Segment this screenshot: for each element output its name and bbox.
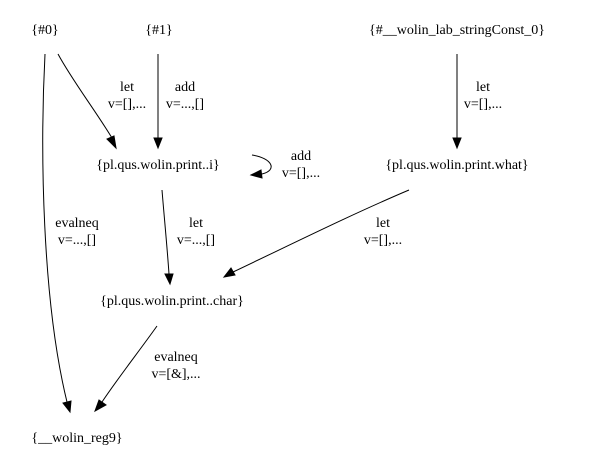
edge-line: [101, 325, 158, 403]
edge-print-i-to-print-char: let v=...,[]: [161, 189, 215, 286]
edge-value-label: v=...,[]: [166, 97, 204, 112]
node-hash-0[interactable]: {#0}: [31, 23, 58, 38]
edge-op-label: let: [376, 216, 390, 231]
arrowhead: [164, 273, 174, 286]
node-label: {pl.qus.wolin.print.what}: [385, 158, 528, 173]
node-label: {#0}: [31, 23, 58, 38]
node-label: {#__wolin_lab_stringConst_0}: [369, 23, 545, 38]
arrowhead: [222, 267, 236, 278]
node-string-const[interactable]: {#__wolin_lab_stringConst_0}: [369, 23, 545, 38]
edge-value-label: v=[&],...: [151, 367, 200, 382]
edge-line: [57, 53, 113, 139]
edge-line: [42, 53, 68, 403]
edge-print-what-to-print-char: let v=[],...: [222, 189, 410, 278]
arrowhead: [249, 169, 263, 179]
arrowhead: [452, 137, 462, 150]
edge-value-label: v=[],...: [464, 97, 502, 112]
edge-line: [251, 154, 272, 175]
edge-op-label: add: [291, 149, 311, 164]
edge-print-char-to-reg9: evalneq v=[&],...: [94, 325, 201, 413]
edge-op-label: evalneq: [154, 350, 198, 365]
edge-n0-to-print-i: let v=[],...: [57, 53, 146, 150]
edge-op-label: let: [476, 80, 490, 95]
edge-op-label: let: [189, 216, 203, 231]
arrowhead: [94, 399, 107, 413]
edge-value-label: v=[],...: [282, 166, 320, 181]
node-label: {#1}: [145, 23, 172, 38]
node-label: {__wolin_reg9}: [31, 431, 122, 446]
edge-value-label: v=...,[]: [177, 233, 215, 248]
edge-string-const-to-print-what: let v=[],...: [452, 54, 502, 150]
node-reg9[interactable]: {__wolin_reg9}: [31, 431, 122, 446]
arrowhead: [106, 135, 117, 150]
node-print-char[interactable]: {pl.qus.wolin.print..char}: [100, 294, 244, 309]
edge-line: [161, 189, 170, 275]
node-hash-1[interactable]: {#1}: [145, 23, 172, 38]
edge-value-label: v=[],...: [364, 233, 402, 248]
edge-value-label: v=...,[]: [58, 233, 96, 248]
edge-print-i-self-loop: add v=[],...: [249, 149, 320, 181]
edge-value-label: v=[],...: [108, 97, 146, 112]
edge-op-label: let: [120, 80, 134, 95]
node-label: {pl.qus.wolin.print..char}: [100, 294, 244, 309]
edge-line: [232, 189, 410, 273]
arrowhead: [153, 137, 163, 150]
node-print-what[interactable]: {pl.qus.wolin.print.what}: [385, 158, 528, 173]
edge-op-label: add: [175, 80, 195, 95]
edge-op-label: evalneq: [55, 216, 99, 231]
arrowhead: [62, 400, 72, 414]
edge-n1-to-print-i: add v=...,[]: [153, 54, 204, 150]
node-print-i[interactable]: {pl.qus.wolin.print..i}: [96, 158, 220, 173]
edge-n0-to-reg9: evalneq v=...,[]: [42, 53, 99, 414]
node-label: {pl.qus.wolin.print..i}: [96, 158, 220, 173]
